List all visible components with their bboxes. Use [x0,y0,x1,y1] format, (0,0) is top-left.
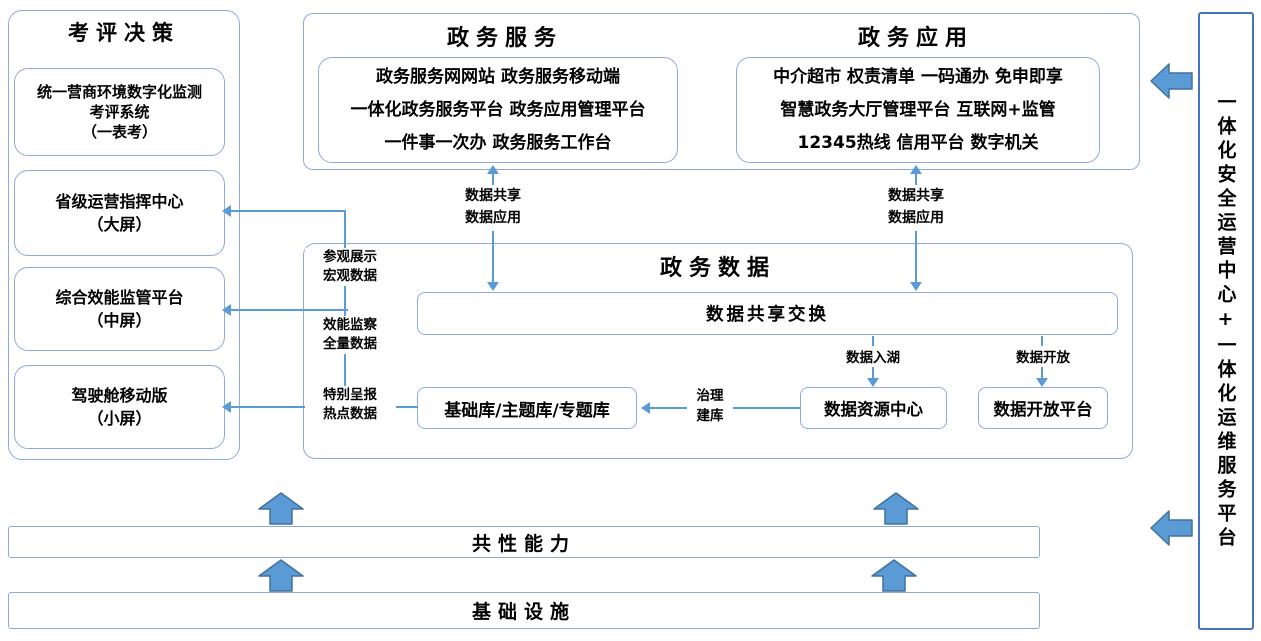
evaluation-box-line: 省级运营指挥中心 [55,192,184,211]
data-open-platform-box: 数据开放平台 [978,387,1108,429]
evaluation-box-line: （大屏） [87,215,152,234]
service-item-line: 一体化政务服务平台 政务应用管理平台 [350,99,646,120]
connector-line [230,210,346,212]
data-panel-title: 政务数据 [659,256,776,281]
connector-line [230,406,312,408]
evaluation-box-line: 综合效能监管平台 [55,288,184,307]
infrastructure-bar: 基础设施 [8,592,1040,629]
evaluation-box-command-center: 省级运营指挥中心 （大屏） [14,170,225,256]
connector-line [396,406,418,408]
application-title: 政务应用 [857,26,974,51]
evaluation-box-monitor: 统一营商环境数字化监测 考评系统 （一表考） [14,68,225,156]
evaluation-box-cockpit-mobile: 驾驶舱移动版 （小屏） [14,365,225,449]
side-label-display: 参观展示 宏观数据 [305,248,395,286]
application-item-line: 智慧政务大厅管理平台 互联网+监管 [780,99,1056,120]
service-title: 政务服务 [446,26,563,51]
evaluation-box-line: 驾驶舱移动版 [71,386,168,405]
connector-line [649,407,689,409]
data-resource-center-box: 数据资源中心 [800,387,947,429]
connector-line [915,173,917,187]
block-arrow-left-icon [1150,510,1193,546]
connector-line [733,407,800,409]
connector-line [872,367,874,379]
arrow-head-up [487,165,499,174]
data-exchange-bar: 数据共享交换 [417,292,1118,335]
connector-line [1041,367,1043,379]
block-arrow-up-icon [258,559,304,592]
block-arrow-up-icon [871,559,917,592]
arrow-head-down [487,282,499,291]
base-db-box: 基础库/主题库/专题库 [417,387,637,429]
evaluation-box-line: 统一营商环境数字化监测 [36,83,202,101]
service-item-line: 一件事一次办 政务服务工作台 [384,132,612,153]
right-ops-panel: 一体化安全运营中心+一体化运维服务平台 [1198,12,1254,630]
connector-line [915,231,917,283]
evaluation-box-supervision-platform: 综合效能监管平台 （中屏） [14,267,225,351]
arrow-head-left [641,402,650,414]
connector-line [230,309,348,311]
arrow-head-down [867,378,879,387]
arrow-head-down [910,282,922,291]
arrow-head-up [910,165,922,174]
service-items-box: 政务服务网网站 政务服务移动端 一体化政务服务平台 政务应用管理平台 一件事一次… [318,57,678,163]
block-arrow-up-icon [258,492,304,525]
application-item-line: 中介超市 权责清单 一码通办 免申即享 [773,66,1063,87]
data-share-label-left: 数据共享 数据应用 [443,185,543,229]
evaluation-box-line: （中屏） [87,311,152,330]
side-label-special-report: 特别呈报 热点数据 [305,386,395,424]
application-item-line: 12345热线 信用平台 数字机关 [797,132,1039,153]
evaluation-panel-title: 考评决策 [68,21,180,45]
service-item-line: 政务服务网网站 政务服务移动端 [376,66,620,87]
application-items-box: 中介超市 权责清单 一码通办 免申即享 智慧政务大厅管理平台 互联网+监管 12… [736,57,1100,163]
right-ops-panel-label: 一体化安全运营中心+一体化运维服务平台 [1214,91,1237,551]
evaluation-box-line: （小屏） [87,409,152,428]
evaluation-box-line: 考评系统 [89,103,150,121]
data-lake-label: 数据入湖 [829,346,917,366]
common-capability-bar: 共性能力 [8,526,1040,558]
data-open-label: 数据开放 [999,346,1087,366]
govern-label: 治理 建库 [687,386,733,426]
block-arrow-up-icon [873,492,919,525]
connector-line [492,231,494,283]
side-label-efficiency: 效能监察 全量数据 [305,316,395,354]
data-share-label-right: 数据共享 数据应用 [866,185,966,229]
connector-spine [344,211,346,401]
evaluation-box-line: （一表考） [81,123,157,141]
arrow-head-down [1036,378,1048,387]
arrow-head-left [222,401,231,413]
connector-line [1041,336,1043,346]
connector-line [492,173,494,187]
connector-line [872,336,874,346]
block-arrow-left-icon [1150,63,1193,99]
arrow-head-left [222,205,231,217]
arrow-head-left [222,304,231,316]
